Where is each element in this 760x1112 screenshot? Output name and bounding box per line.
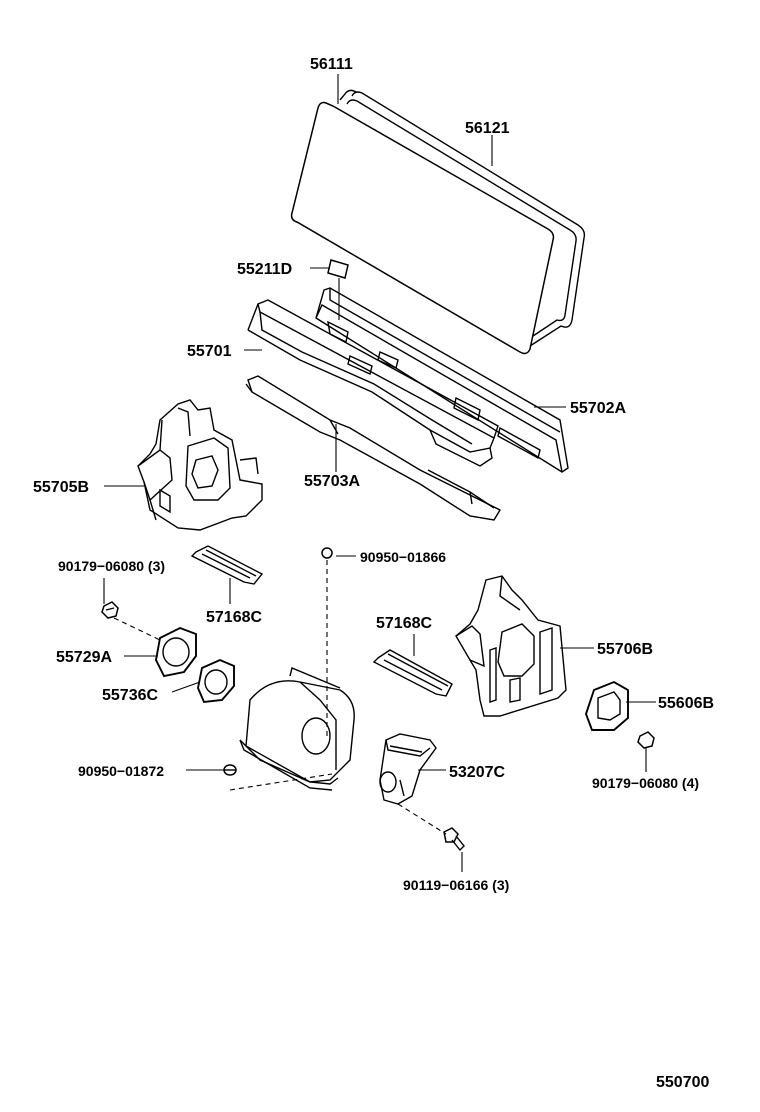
grille-strip-57168C-right [372, 649, 453, 697]
label-55729A: 55729A [56, 649, 112, 666]
label-55211D: 55211D [237, 261, 292, 278]
side-panel-55705B [137, 399, 263, 531]
label-90179-06080-4: 90179−06080 (4) [592, 775, 699, 791]
air-duct-housing [239, 667, 355, 791]
page-code: 550700 [656, 1074, 709, 1091]
dashed-connectors [113, 560, 447, 835]
label-57168C-left: 57168C [206, 609, 262, 626]
gasket-55729A [155, 626, 197, 678]
nut-90179-06080-4 [637, 731, 655, 749]
side-panel-55706B [455, 575, 567, 717]
label-plate-55211D [327, 259, 349, 279]
leader-lines [103, 74, 656, 872]
label-55702A: 55702A [570, 400, 626, 417]
label-56111: 56111 [310, 56, 353, 73]
cowl-upper-55701 [247, 299, 499, 467]
nut-90179-06080-3 [101, 601, 119, 619]
label-57168C-right: 57168C [376, 615, 432, 632]
clip-90950-01872 [223, 764, 237, 776]
cowl-panel-55702A [315, 287, 569, 473]
label-90179-06080-3: 90179−06080 (3) [58, 558, 165, 574]
label-55736C: 55736C [102, 687, 158, 704]
screw-90119-06166-3 [443, 827, 465, 852]
label-55705B: 55705B [33, 479, 89, 496]
label-55606B: 55606B [658, 695, 714, 712]
label-55701: 55701 [187, 343, 232, 360]
clip-90950-01866 [321, 547, 333, 559]
gasket-55736C [197, 658, 235, 704]
label-56121: 56121 [465, 120, 510, 137]
label-55703A: 55703A [304, 473, 360, 490]
part-labels: 56111 56121 55211D 55701 55702A 55703A 5… [33, 56, 714, 1091]
gasket-55606B [584, 680, 629, 731]
windshield-glass-56111 [290, 101, 555, 355]
weatherstrip-56121 [339, 89, 586, 347]
grille-strip-57168C-left [190, 545, 264, 585]
label-53207C: 53207C [449, 764, 505, 781]
label-90119-06166-3: 90119−06166 (3) [403, 877, 509, 893]
cowl-lower-55703A [245, 375, 501, 521]
duct-53207C [379, 733, 437, 805]
label-90950-01872: 90950−01872 [78, 763, 164, 779]
label-90950-01866: 90950−01866 [360, 549, 446, 565]
label-55706B: 55706B [597, 641, 653, 658]
